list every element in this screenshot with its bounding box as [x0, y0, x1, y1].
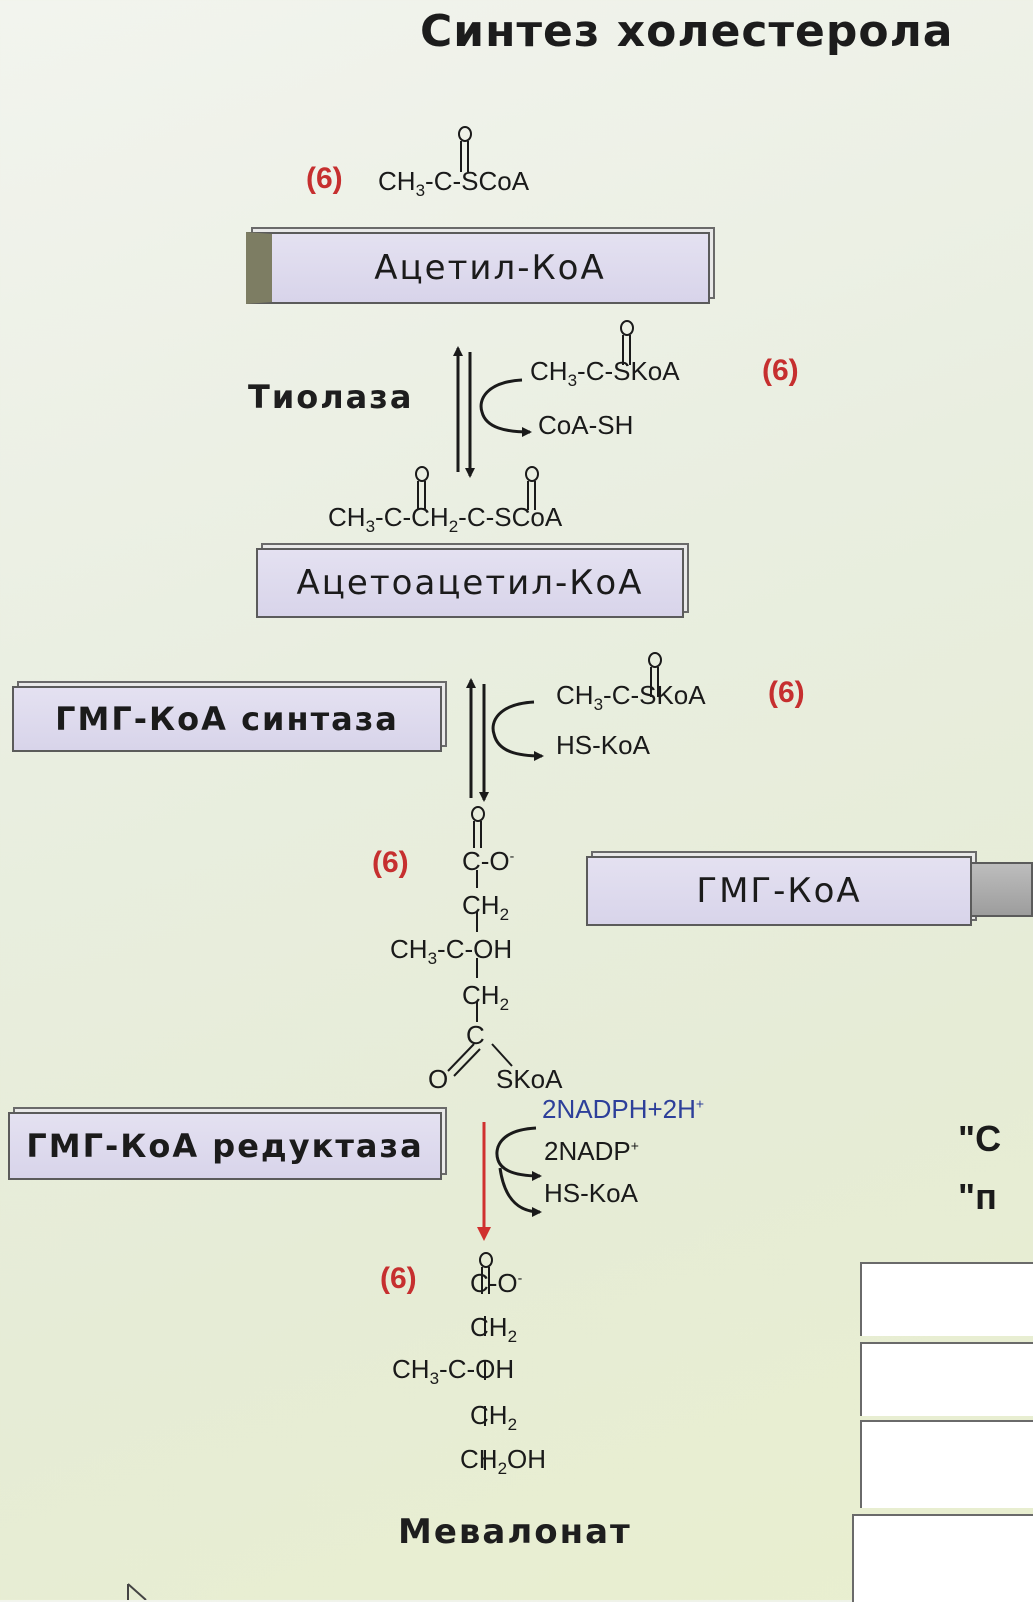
coefficient-4: (6)	[372, 846, 409, 879]
thiolase-label: Тиолаза	[248, 378, 414, 416]
hmg-skoa: SKoA	[496, 1064, 563, 1094]
cutoff-quote-1: "C	[958, 1118, 1002, 1159]
hmg-reductase-arrows	[477, 1122, 542, 1241]
hmg-carboxylate: C-O-	[462, 846, 515, 876]
right-panel-4	[852, 1514, 1033, 1602]
hmg-ch3-coh: CH3-C-OH	[390, 934, 513, 969]
right-panel-1	[860, 1262, 1033, 1336]
right-panel-3	[860, 1420, 1033, 1508]
hmg-ch2-lower: CH2	[462, 980, 510, 1015]
mevalonate-label: Мевалонат	[398, 1512, 632, 1552]
hmg-ch2-upper: CH2	[462, 890, 510, 925]
nadp-output: 2NADP+	[544, 1136, 639, 1166]
mevalonate-ch2-upper: CH2	[470, 1312, 518, 1347]
mevalonate-carboxylate: C-O-	[470, 1268, 523, 1298]
coefficient-5: (6)	[380, 1262, 417, 1295]
coefficient-2: (6)	[762, 354, 799, 387]
acetyl-coa-box: Ацетил-КоА	[246, 232, 710, 304]
carbonyl-marks-3	[415, 466, 539, 510]
nadph-input: 2NADPH+2H+	[542, 1094, 705, 1124]
acetyl-coa-formula: CH3-C-SCoA	[378, 166, 530, 201]
carbonyl-mark-1	[458, 126, 472, 172]
hmg-synthase-byproduct: HS-KoA	[556, 730, 650, 760]
mevalonate-ch3-coh: CH3-C-OH	[392, 1354, 515, 1389]
mevalonate-ch2-lower: CH2	[470, 1400, 518, 1435]
acetoacetyl-coa-box: Ацетоацетил-КоА	[256, 548, 684, 618]
mevalonate-ch2oh: CH2OH	[460, 1444, 547, 1479]
hmg-bonds	[447, 806, 513, 1077]
thiolase-byproduct: CoA-SH	[538, 410, 634, 440]
carbonyl-mark-4	[648, 652, 662, 697]
coefficient-3: (6)	[768, 676, 805, 709]
hmg-c: C	[466, 1020, 485, 1050]
hmg-reductase-box: ГМГ-КоА редуктаза	[8, 1112, 442, 1180]
hmg-synthase-substrate: CH3-C-SKoA	[556, 680, 706, 715]
cutoff-quote-2: "п	[958, 1176, 997, 1217]
mevalonate-bonds	[479, 1252, 493, 1470]
hmg-coa-box-tail	[970, 862, 1033, 917]
thiolase-substrate: CH3-C-SKoA	[530, 356, 680, 391]
thiolase-arrows	[453, 346, 532, 478]
hmg-o: O	[428, 1064, 449, 1094]
hmg-synthase-box: ГМГ-КоА синтаза	[12, 686, 442, 752]
page-title: Синтез холестерола	[420, 6, 954, 57]
cursor-icon	[127, 1583, 147, 1600]
hmg-coa-box: ГМГ-КоА	[586, 856, 972, 926]
hmg-synthase-arrows	[466, 678, 544, 802]
acetoacetyl-coa-formula: CH3-C-CH2-C-SCoA	[328, 502, 563, 537]
carbonyl-mark-2	[620, 320, 634, 365]
coefficient-1: (6)	[306, 162, 343, 195]
right-panel-2	[860, 1342, 1033, 1416]
hs-koa-output: HS-KoA	[544, 1178, 638, 1208]
